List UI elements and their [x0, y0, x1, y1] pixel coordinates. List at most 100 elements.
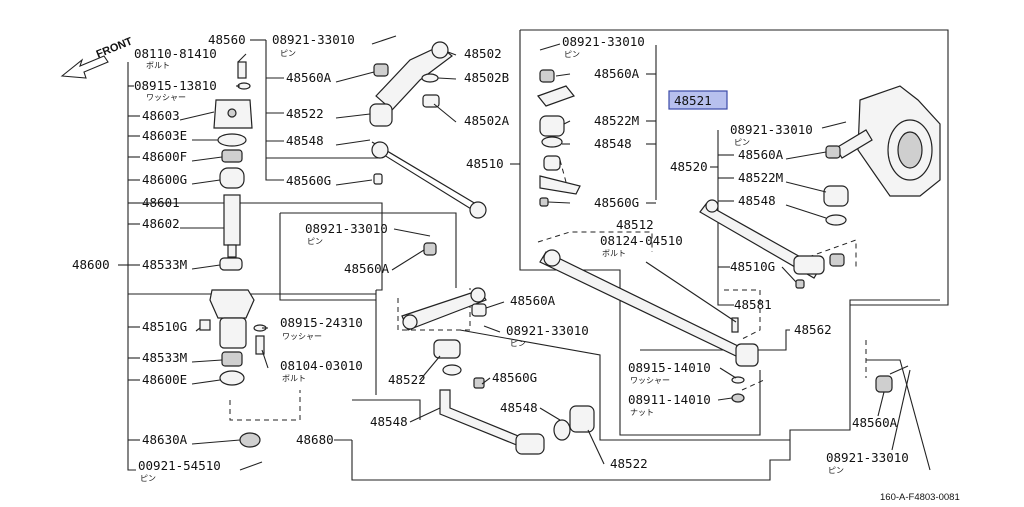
shaft-icon: [223, 194, 241, 246]
callout-c55[interactable]: 08911-14010: [628, 392, 711, 407]
callout-c30-sub: ピン: [510, 339, 526, 348]
reference-code: 160-A-F4803-0081: [880, 492, 960, 503]
callout-c43[interactable]: 48560G: [594, 195, 639, 210]
front-label: FRONT: [95, 35, 135, 60]
callout-c17[interactable]: 48602: [142, 216, 180, 231]
callout-c34[interactable]: 48548: [500, 400, 538, 415]
callout-c05[interactable]: 48502B: [464, 70, 509, 85]
shaft-end-icon: [227, 244, 237, 258]
callout-c48[interactable]: 48560A: [738, 147, 784, 162]
callout-c29[interactable]: 48560A: [510, 293, 556, 308]
callout-c25-sub: ピン: [307, 237, 323, 246]
part-drawings: [199, 35, 941, 471]
callout-c11-sub: ワッシャー: [146, 93, 186, 102]
callout-c44[interactable]: 48512: [616, 217, 654, 232]
bolt-lower-icon: [255, 335, 265, 355]
callout-c20[interactable]: 48510G: [142, 319, 187, 334]
callout-c30[interactable]: 08921-33010: [506, 323, 589, 338]
bushing-lower-icon: [219, 257, 243, 271]
callout-c12[interactable]: 48603: [142, 108, 180, 123]
callout-c04[interactable]: 48560A: [286, 70, 332, 85]
leader-lines: [179, 51, 911, 465]
tie-rod-lower-icon: [439, 389, 529, 449]
callout-c40[interactable]: 48522M: [594, 113, 639, 128]
housing-body-icon: [219, 317, 247, 349]
callout-c32[interactable]: 48560G: [492, 370, 537, 385]
callout-c35[interactable]: 48680: [296, 432, 334, 447]
callout-c54-sub: ワッシャー: [630, 376, 670, 385]
callout-c06[interactable]: 48522: [286, 106, 324, 121]
callout-c52[interactable]: 48581: [734, 297, 772, 312]
bushing-icon: [221, 149, 243, 163]
bolt-icon: [237, 61, 247, 79]
callout-c25[interactable]: 08921-33010: [305, 221, 388, 236]
callout-c37-sub: ピン: [564, 50, 580, 59]
callout-c38[interactable]: 48560A: [594, 66, 640, 81]
callout-c22[interactable]: 48600E: [142, 372, 187, 387]
callout-c11[interactable]: 08915-13810: [134, 78, 217, 93]
callout-c51[interactable]: 48510G: [730, 259, 775, 274]
callout-c37[interactable]: 08921-33010: [562, 34, 645, 49]
callout-c10[interactable]: 08110-81410: [134, 46, 217, 61]
callout-c41[interactable]: 48548: [594, 136, 632, 151]
callout-c08[interactable]: 48548: [286, 133, 324, 148]
pin-icon: [239, 461, 263, 471]
center-link-icon: [539, 251, 743, 357]
callout-c49[interactable]: 48522M: [738, 170, 783, 185]
callout-c46[interactable]: 08921-33010: [730, 122, 813, 137]
callout-c01[interactable]: 48560: [208, 32, 246, 47]
callout-c55-sub: ナット: [630, 408, 654, 417]
callout-c14[interactable]: 48600F: [142, 149, 187, 164]
callout-c24-sub: ピン: [140, 474, 156, 483]
callout-c53[interactable]: 48562: [794, 322, 832, 337]
callout-c57[interactable]: 08921-33010: [826, 450, 909, 465]
callout-c27[interactable]: 08915-24310: [280, 315, 363, 330]
front-indicator: FRONT: [60, 35, 135, 79]
ball-joint-icon: [539, 175, 581, 195]
dashed-guides: [229, 159, 867, 421]
callout-c42[interactable]: 48510: [466, 156, 504, 171]
callout-c45[interactable]: 08124-04510: [600, 233, 683, 248]
callout-c19[interactable]: 48533M: [142, 257, 187, 272]
callout-c18[interactable]: 48600: [72, 257, 110, 272]
callout-c21[interactable]: 48533M: [142, 350, 187, 365]
callout-c57-sub: ピン: [828, 466, 844, 475]
cap-icon: [219, 167, 245, 189]
callout-c46-sub: ピン: [734, 138, 750, 147]
callout-labels: 48560 08921-33010 ピン 48502 48560A 48502B…: [72, 32, 909, 483]
callout-c23[interactable]: 48630A: [142, 432, 188, 447]
callout-c28-sub: ボルト: [282, 374, 306, 383]
callout-c47[interactable]: 48520: [670, 159, 708, 174]
callout-c54[interactable]: 08915-14010: [628, 360, 711, 375]
front-arrow-icon: [60, 55, 109, 79]
grease-fitting-icon: [199, 319, 211, 331]
callout-c02[interactable]: 08921-33010: [272, 32, 355, 47]
tie-rod-right-icon: [699, 203, 821, 279]
callout-c26[interactable]: 48560A: [344, 261, 390, 276]
highlight-box: [668, 90, 728, 110]
callout-c27-sub: ワッシャー: [282, 332, 322, 341]
callout-c13[interactable]: 48603E: [142, 128, 187, 143]
callout-c50[interactable]: 48548: [738, 193, 776, 208]
callout-c16[interactable]: 48601: [142, 195, 180, 210]
callout-c39[interactable]: 48521: [674, 93, 712, 108]
boot-icon: [569, 405, 595, 433]
callout-c28[interactable]: 08104-03010: [280, 358, 363, 373]
nut-icon: [239, 432, 261, 448]
callout-c24[interactable]: 00921-54510: [138, 458, 221, 473]
callout-c09[interactable]: 48560G: [286, 173, 331, 188]
callout-c03[interactable]: 48502: [464, 46, 502, 61]
callout-c33[interactable]: 48548: [370, 414, 408, 429]
callout-c15[interactable]: 48600G: [142, 172, 187, 187]
callout-c10-sub: ボルト: [146, 61, 170, 70]
callout-c56[interactable]: 48560A: [852, 415, 898, 430]
callout-c45-sub: ボルト: [602, 249, 626, 258]
cotter-pin-icon: [371, 35, 397, 45]
callout-c31[interactable]: 48522: [388, 372, 426, 387]
seal-icon: [217, 133, 247, 147]
callout-c07[interactable]: 48502A: [464, 113, 510, 128]
callout-c36[interactable]: 48522: [610, 456, 648, 471]
housing-icon: [209, 289, 255, 319]
callout-c02-sub: ピン: [280, 49, 296, 58]
